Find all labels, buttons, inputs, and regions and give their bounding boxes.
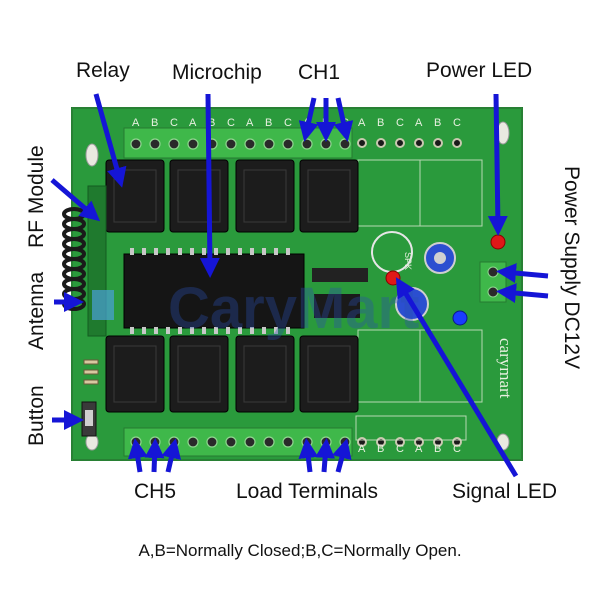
rf-module [87,185,114,337]
power-led [490,234,506,250]
arrow-icon [315,438,336,473]
svg-text:B: B [377,117,384,129]
svg-text:C: C [170,117,178,129]
caption: A,B=Normally Closed;B,C=Normally Open. [138,541,462,560]
arrow-icon [298,438,319,473]
svg-text:C: C [396,117,404,129]
label-antenna: Antenna [25,271,48,350]
svg-text:B: B [208,117,215,129]
svg-text:C: C [227,117,235,129]
label-ch5: CH5 [134,480,177,503]
svg-text:A: A [358,117,366,129]
arrow-icon [395,277,519,478]
arrow-icon [93,93,127,188]
arrow-icon [496,263,549,284]
board-spk-text: SPK [403,252,413,270]
svg-text:B: B [151,117,158,129]
svg-text:A: A [189,117,197,129]
antenna-coil [62,207,86,311]
power-terminal [479,261,507,303]
label-relay: Relay [76,59,130,82]
label-signal-led: Signal LED [452,480,558,503]
push-button [81,401,97,437]
svg-text:B: B [265,117,272,129]
callout-arrows [50,93,549,478]
arrow-icon [199,93,220,278]
label-power-supply: Power Supply DC12V [560,166,583,370]
board-brand-text: carymart [496,338,515,399]
label-ch1: CH1 [298,61,341,84]
label-power-led: Power LED [426,59,533,82]
arrow-icon [144,438,165,473]
svg-text:A: A [246,117,254,129]
svg-text:B: B [377,443,384,455]
svg-text:A: A [415,117,423,129]
arrow-icon [496,283,549,304]
label-microchip: Microchip [172,61,262,84]
svg-text:C: C [453,117,461,129]
blue-led [452,310,468,326]
arrow-icon [161,438,182,473]
arrow-icon [50,178,101,222]
svg-text:B: B [434,443,441,455]
svg-text:C: C [396,443,404,455]
label-load-terminals: Load Terminals [236,480,379,503]
arrow-icon [332,438,352,473]
arrow-icon [127,438,148,473]
watermark: CaryMart [168,276,419,341]
arrow-icon [487,93,508,236]
arrow-icon [298,97,319,142]
label-rf-module: RF Module [25,145,48,248]
arrow-icon [333,97,354,142]
svg-text:A: A [358,443,366,455]
svg-text:C: C [453,443,461,455]
svg-text:C: C [284,117,292,129]
svg-text:A: A [132,117,140,129]
label-button: Button [25,385,48,446]
svg-text:B: B [434,117,441,129]
svg-text:A: A [415,443,423,455]
